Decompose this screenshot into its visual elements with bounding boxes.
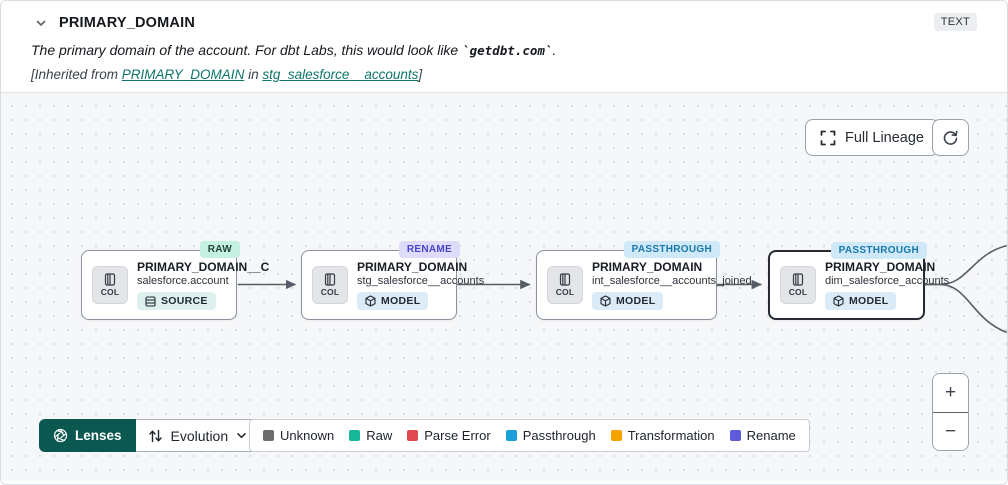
zoom-in-button[interactable]: + [933, 374, 968, 412]
node-model-name: salesforce.account [137, 275, 229, 287]
lineage-node-staging[interactable]: RENAME COL PRIMARY_DOMAIN stg_salesforce… [301, 241, 484, 320]
node-column-name: PRIMARY_DOMAIN [357, 260, 468, 274]
column-chip: COL [92, 266, 128, 304]
column-chip: COL [780, 266, 816, 304]
legend-swatch [610, 430, 622, 441]
inherited-column-link[interactable]: PRIMARY_DOMAIN [121, 67, 245, 82]
inherited-model-link[interactable]: stg_salesforce__accounts [262, 67, 419, 82]
node-column-name: PRIMARY_DOMAIN__C [137, 260, 270, 274]
node-model-name: int_salesforce__accounts_joined [592, 275, 752, 287]
collapse-chevron-icon[interactable] [31, 13, 51, 33]
lineage-canvas[interactable]: Full Lineage RAW COL PRIMARY_DOMAIN__C s… [1, 92, 1007, 481]
column-icon [792, 273, 804, 286]
legend-item-transformation: Transformation [610, 428, 715, 443]
column-chip: COL [312, 266, 348, 304]
lenses-control: Lenses Evolution [39, 419, 261, 452]
legend-swatch [505, 430, 517, 441]
legend-item-raw: Raw [349, 428, 392, 443]
aperture-icon [53, 428, 68, 443]
lens-legend: Unknown Raw Parse Error Passthrough Tran… [249, 419, 810, 452]
expand-icon [820, 130, 836, 146]
full-lineage-button[interactable]: Full Lineage [805, 119, 939, 156]
column-description: The primary domain of the account. For d… [31, 42, 557, 58]
node-model-name: stg_salesforce__accounts [357, 275, 485, 287]
legend-item-unknown: Unknown [263, 428, 334, 443]
lineage-node-intermediate[interactable]: PASSTHROUGH COL PRIMARY_DOMAIN int_sales… [536, 241, 752, 320]
model-cube-icon [600, 295, 611, 307]
node-model-name: dim_salesforce_accounts [825, 275, 950, 287]
lenses-button[interactable]: Lenses [39, 419, 136, 452]
source-icon [145, 295, 156, 307]
resource-type-badge: MODEL [592, 292, 664, 310]
legend-swatch [407, 430, 419, 441]
resource-type-badge: SOURCE [137, 292, 216, 310]
column-icon [559, 273, 571, 286]
zoom-controls: + − [932, 373, 969, 451]
edge-type-badge: RENAME [398, 241, 460, 258]
legend-swatch [729, 430, 741, 441]
legend-swatch [349, 430, 361, 441]
inherited-from-note: [Inherited from PRIMARY_DOMAIN in stg_sa… [31, 67, 423, 82]
lineage-node-source[interactable]: RAW COL PRIMARY_DOMAIN__C salesforce.acc… [81, 241, 269, 320]
legend-item-rename: Rename [729, 428, 796, 443]
evolution-arrows-icon [148, 428, 163, 444]
column-chip: COL [547, 266, 583, 304]
column-title: PRIMARY_DOMAIN [59, 15, 195, 31]
column-icon [104, 273, 116, 286]
legend-item-passthrough: Passthrough [505, 428, 596, 443]
refresh-icon [942, 129, 959, 146]
refresh-lineage-button[interactable] [932, 119, 969, 156]
lens-dropdown[interactable]: Evolution [135, 419, 261, 452]
legend-item-parse-error: Parse Error [407, 428, 491, 443]
node-column-name: PRIMARY_DOMAIN [825, 260, 936, 274]
lineage-node-dim-selected[interactable]: PASSTHROUGH COL PRIMARY_DOMAIN dim_sales… [768, 242, 949, 320]
chevron-down-icon [236, 430, 247, 441]
lens-selected-value: Evolution [170, 427, 229, 444]
edge-type-badge: PASSTHROUGH [623, 241, 720, 258]
column-type-badge: TEXT [933, 13, 977, 31]
edge-type-badge: RAW [199, 241, 240, 258]
resource-type-badge: MODEL [357, 292, 429, 310]
column-icon [324, 273, 336, 286]
resource-type-badge: MODEL [825, 292, 897, 310]
model-cube-icon [833, 295, 844, 307]
column-details-header: PRIMARY_DOMAIN TEXT The primary domain o… [1, 1, 1007, 92]
inline-code: `getdbt.com` [462, 43, 553, 58]
legend-swatch [263, 430, 274, 441]
node-column-name: PRIMARY_DOMAIN [592, 260, 703, 274]
model-cube-icon [365, 295, 376, 307]
edge-type-badge: PASSTHROUGH [830, 242, 927, 259]
zoom-out-button[interactable]: − [933, 412, 968, 450]
